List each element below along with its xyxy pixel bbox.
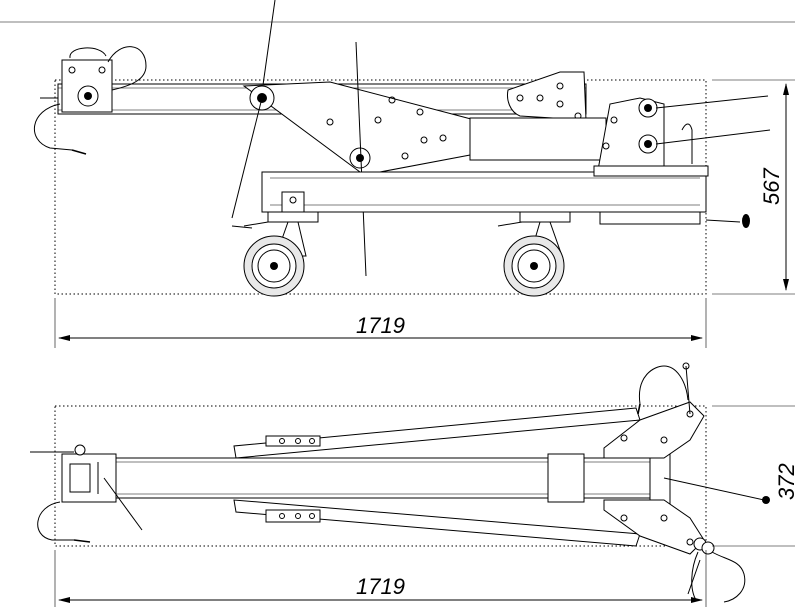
top-view-left-head <box>30 444 143 543</box>
side-view-rear-bracket <box>507 71 587 121</box>
side-view-width-label: 1719 <box>356 313 405 338</box>
side-view-vertical-rod <box>355 41 367 277</box>
side-view-caster-rear <box>497 211 571 297</box>
top-view-height-label: 372 <box>774 463 795 500</box>
top-view-pull-line <box>663 477 765 501</box>
side-view-caster-front <box>231 211 319 297</box>
top-view-upper-rear-plate <box>603 362 705 459</box>
top-view-lower-rear-plate <box>603 499 746 603</box>
top-view-width-dimension: 1719 <box>54 550 707 607</box>
side-view-rear-upright <box>593 95 771 177</box>
side-view-height-label: 567 <box>759 168 784 205</box>
top-view-envelope <box>54 405 707 547</box>
side-view-leader-line <box>261 0 276 93</box>
side-view-height-dimension: 567 <box>712 79 795 295</box>
top-view-height-dimension: 372 <box>712 405 795 547</box>
side-view-secondary-beam <box>469 117 607 161</box>
side-view-left-head <box>34 46 147 155</box>
side-view-lower-chassis <box>261 171 707 213</box>
side-view-envelope <box>54 79 707 295</box>
top-view: 372 1719 <box>30 362 795 607</box>
side-view-diagonal-rod <box>231 97 263 219</box>
top-view-width-label: 1719 <box>356 574 405 599</box>
top-view-main-beam <box>61 451 671 505</box>
side-view: 567 1719 <box>0 0 795 348</box>
side-view-width-dimension: 1719 <box>54 298 707 348</box>
top-view-pull-knob <box>762 496 770 504</box>
side-view-rear-handle <box>599 211 750 228</box>
top-view-upper-arm <box>233 407 641 459</box>
top-view-lower-arm <box>233 499 641 547</box>
